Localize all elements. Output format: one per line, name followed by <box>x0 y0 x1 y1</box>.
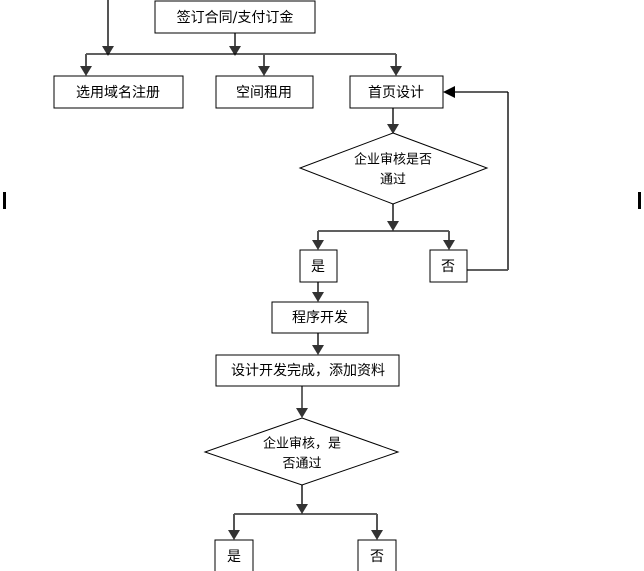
node-label: 设计开发完成，添加资料 <box>231 363 385 379</box>
connector-layer <box>80 0 509 540</box>
edge-branchbar-to-n4 <box>390 54 402 76</box>
edge-n1-to-branchbar <box>229 33 241 56</box>
node-label: 否 <box>441 259 455 275</box>
node-label-line1: 企业审核是否 <box>354 152 432 168</box>
node-decision-enterprise-review-2[interactable]: 企业审核，是 否通过 <box>203 417 400 486</box>
node-no-2[interactable]: 否 <box>357 539 397 571</box>
node-label: 是 <box>227 549 241 565</box>
edge-n9-to-n10 <box>296 386 308 418</box>
edge-n7-feedback-to-n4 <box>443 86 509 271</box>
node-label: 程序开发 <box>292 310 348 326</box>
edge-n5-to-splitbar1 <box>387 204 399 231</box>
node-no-1[interactable]: 否 <box>429 249 468 283</box>
edge-splitbar2-to-n11 <box>228 514 240 540</box>
edge-n10-to-splitbar2 <box>296 485 308 514</box>
node-domain-registration[interactable]: 选用域名注册 <box>53 75 184 109</box>
edge-branchbar-to-n2 <box>80 54 92 76</box>
node-hosting-rental[interactable]: 空间租用 <box>215 75 314 109</box>
node-label: 否 <box>370 549 384 565</box>
node-yes-2[interactable]: 是 <box>214 539 254 571</box>
margin-tick-left <box>3 192 6 209</box>
node-label: 空间租用 <box>236 85 292 101</box>
edge-splitbar1-to-n7 <box>443 231 455 250</box>
node-label: 选用域名注册 <box>76 85 160 101</box>
node-label-line2: 否通过 <box>282 457 321 472</box>
edge-branchbar-to-n3 <box>258 54 270 76</box>
edge-n6-to-n8 <box>312 282 324 302</box>
node-decision-enterprise-review-1[interactable]: 企业审核是否 通过 <box>298 132 489 205</box>
node-yes-1[interactable]: 是 <box>299 249 338 283</box>
edge-external-to-branchbar <box>102 0 114 56</box>
edge-splitbar1-to-n6 <box>312 231 324 250</box>
node-label: 首页设计 <box>368 85 424 101</box>
node-label: 是 <box>311 259 325 275</box>
edge-n8-to-n9 <box>312 333 324 355</box>
node-development-complete-add-materials[interactable]: 设计开发完成，添加资料 <box>215 354 400 387</box>
node-label: 签订合同/支付订金 <box>177 9 294 26</box>
node-homepage-design[interactable]: 首页设计 <box>349 75 444 109</box>
node-label-line1: 企业审核，是 <box>263 436 341 452</box>
edge-splitbar2-to-n12 <box>371 514 383 540</box>
node-program-development[interactable]: 程序开发 <box>271 301 369 334</box>
margin-tick-right <box>638 192 641 209</box>
node-sign-contract[interactable]: 签订合同/支付订金 <box>154 0 316 34</box>
edge-n4-to-n5 <box>387 108 399 134</box>
node-label-line2: 通过 <box>380 173 406 188</box>
